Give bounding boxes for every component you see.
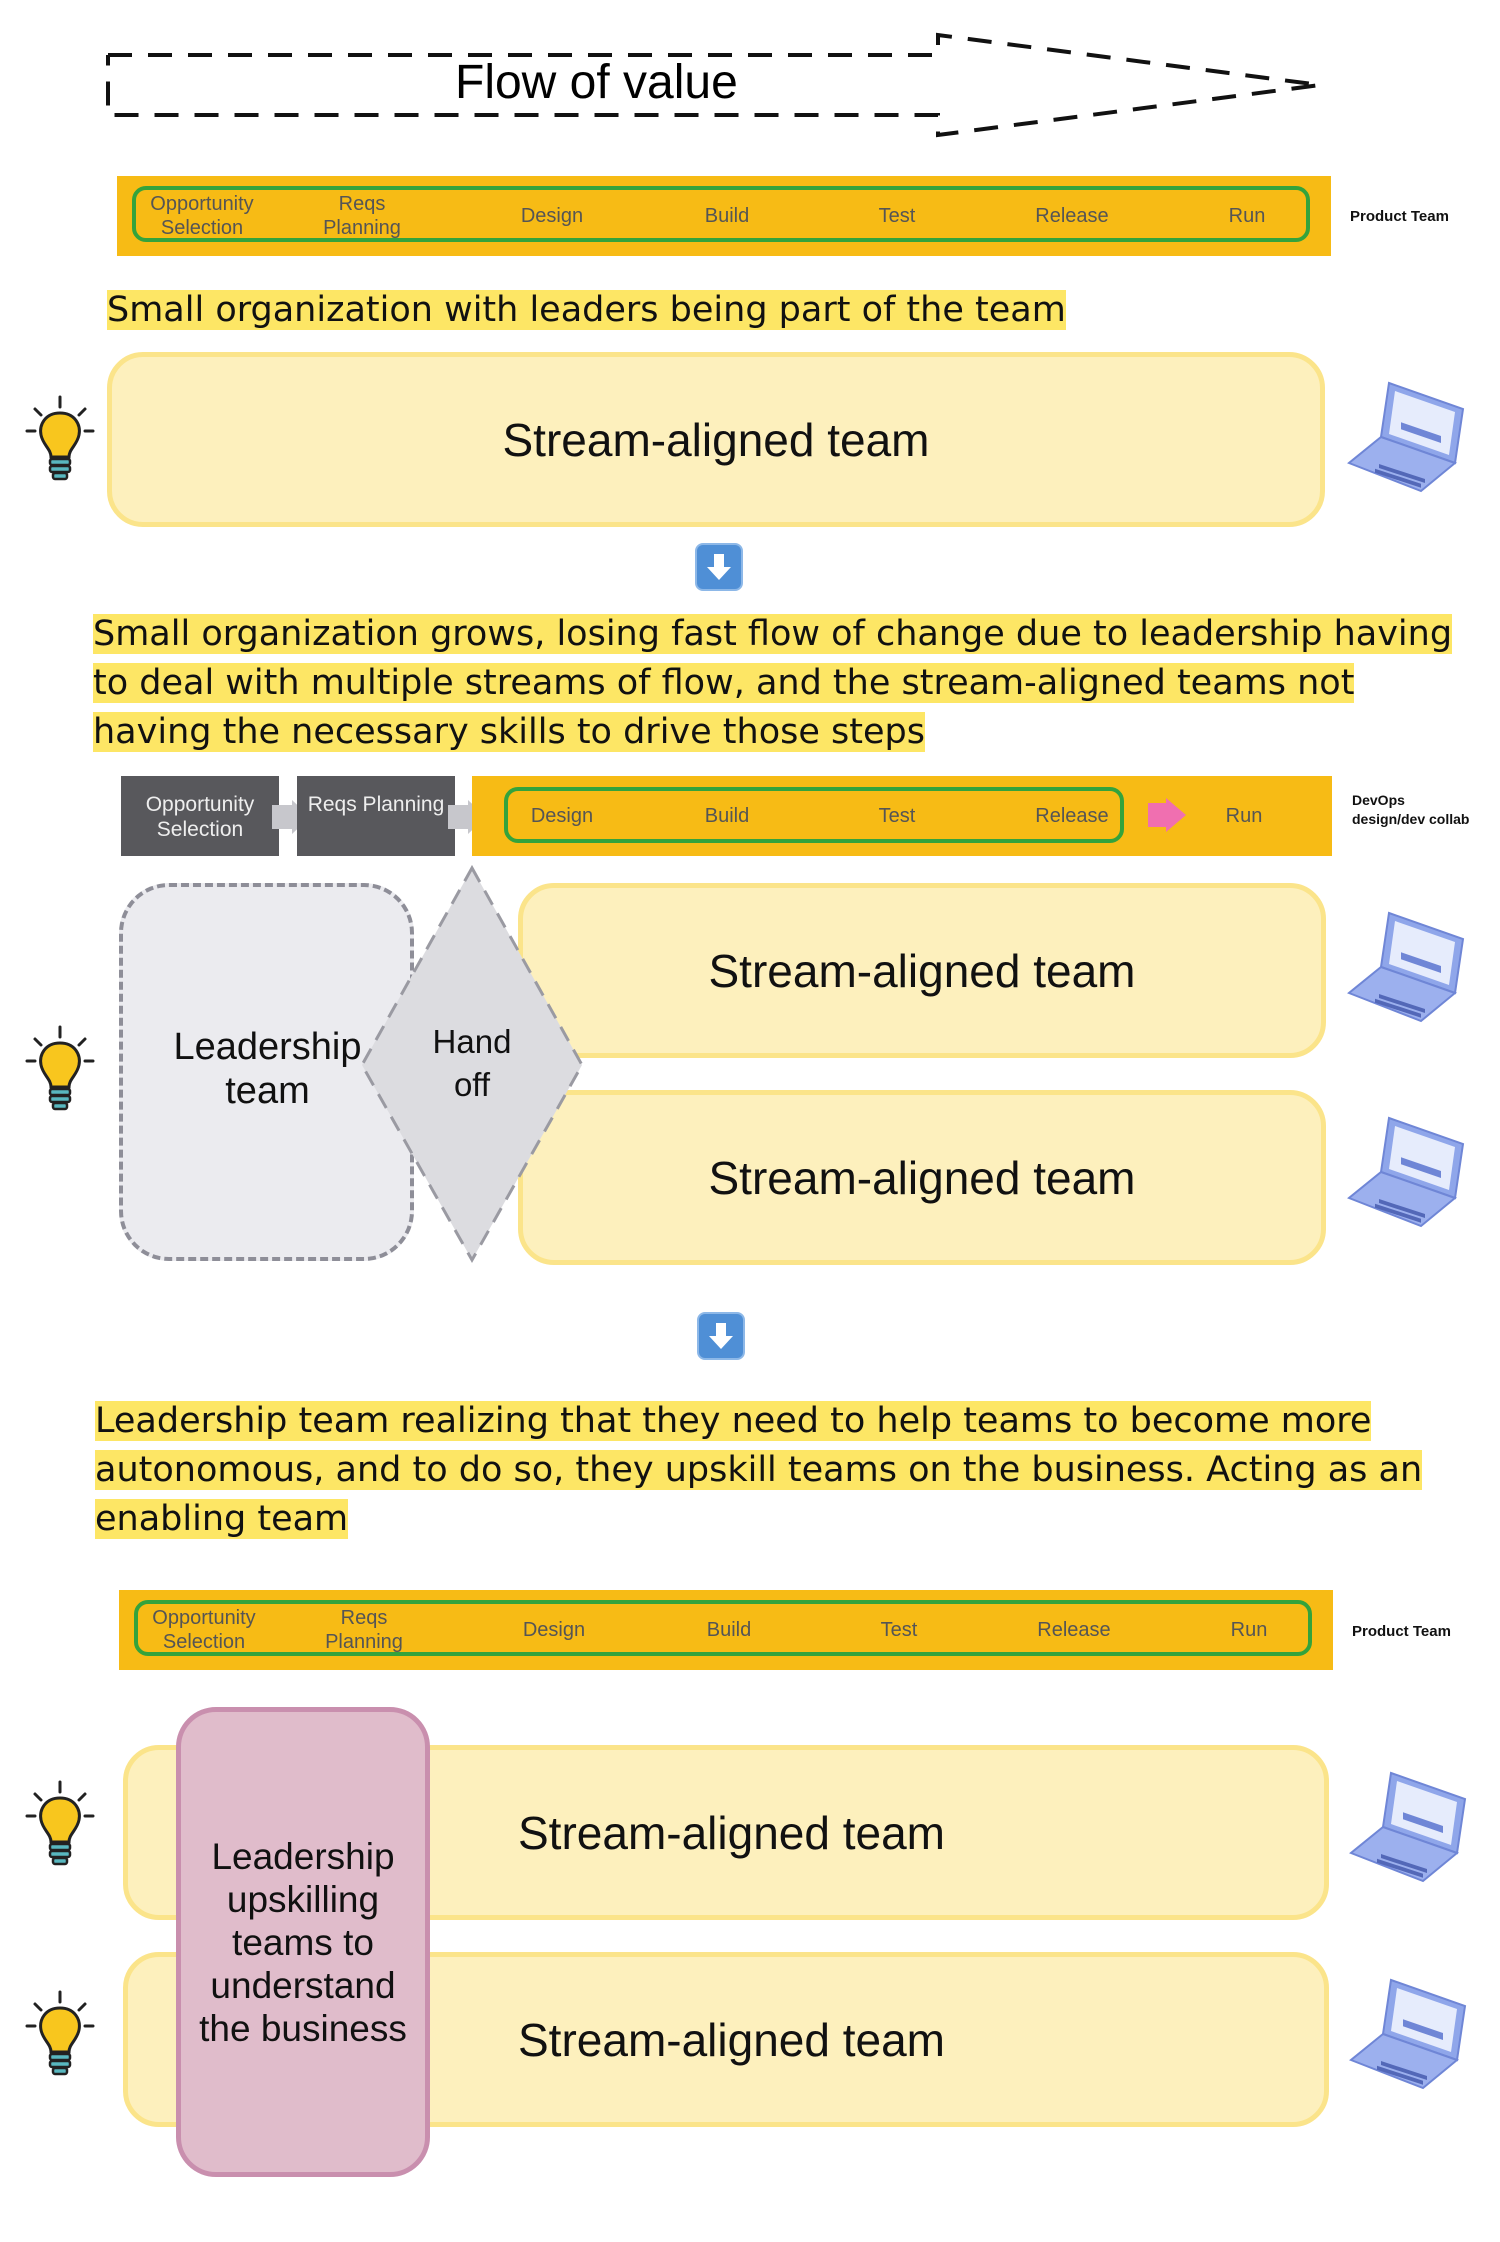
lightbulb-icon	[25, 1780, 95, 1866]
leadership-team-label: Leadership team	[173, 1026, 362, 1112]
step-run: Run	[1225, 805, 1263, 827]
laptop-icon	[1347, 1116, 1465, 1228]
step-reqs-planning: Reqs Planning	[325, 1607, 403, 1653]
band-3-side-label: Product Team	[1352, 1623, 1451, 1640]
laptop-icon	[1347, 381, 1465, 493]
value-stream-band-1: Opportunity Selection Reqs Planning Desi…	[117, 176, 1331, 256]
step-reqs-planning-grey: Reqs Planning	[297, 776, 455, 856]
step-design: Design	[530, 805, 594, 827]
band-1-side-label: Product Team	[1350, 208, 1449, 225]
down-arrow-icon	[697, 1312, 745, 1360]
step-release: Release	[1035, 205, 1109, 227]
handoff-diamond	[360, 864, 584, 1264]
stream-aligned-team: Stream-aligned team	[107, 352, 1325, 527]
laptop-icon	[1349, 1771, 1467, 1883]
flow-of-value-title: Flow of value	[455, 56, 738, 109]
step-build: Build	[704, 805, 750, 827]
laptop-icon	[1347, 911, 1465, 1023]
step-test: Test	[880, 1619, 918, 1641]
step-run: Run	[1230, 1619, 1268, 1641]
down-arrow-icon	[695, 543, 743, 591]
step-release: Release	[1037, 1619, 1111, 1641]
enabling-leadership-label: Leadership upskilling teams to understan…	[199, 1835, 407, 2049]
step-run: Run	[1228, 205, 1266, 227]
step-release: Release	[1035, 805, 1109, 827]
value-stream-band-3: Opportunity Selection Reqs Planning Desi…	[119, 1590, 1333, 1670]
caption-3: Leadership team realizing that they need…	[95, 1401, 1423, 1539]
step-design: Design	[520, 205, 584, 227]
stream-aligned-team: Stream-aligned team	[518, 1090, 1326, 1265]
feedback-loop	[504, 787, 1124, 843]
step-test: Test	[878, 805, 916, 827]
stream-aligned-team: Stream-aligned team	[518, 883, 1326, 1058]
lightbulb-icon	[25, 395, 95, 481]
step-test: Test	[878, 205, 916, 227]
flow-of-value-arrow	[106, 32, 1321, 138]
feedback-loop	[132, 186, 1310, 242]
step-opportunity-selection-grey: Opportunity Selection	[121, 776, 279, 856]
feedback-loop	[134, 1600, 1312, 1656]
value-stream-band-2: Design Build Test Release Run	[472, 776, 1332, 856]
step-build: Build	[706, 1619, 752, 1641]
handoff-arrow-pink	[1148, 798, 1186, 832]
caption-2: Small organization grows, losing fast fl…	[93, 614, 1453, 752]
lightbulb-icon	[25, 1990, 95, 2076]
step-build: Build	[704, 205, 750, 227]
caption-1: Small organization with leaders being pa…	[107, 290, 1066, 330]
lightbulb-icon	[25, 1025, 95, 1111]
laptop-icon	[1349, 1978, 1467, 2090]
enabling-leadership-box: Leadership upskilling teams to understan…	[176, 1707, 430, 2177]
band-2-side-label: DevOps design/dev collab	[1352, 792, 1470, 827]
handoff-label: Hand off	[432, 1023, 512, 1103]
step-reqs-planning: Reqs Planning	[323, 193, 401, 239]
step-design: Design	[522, 1619, 586, 1641]
step-opportunity-selection: Opportunity Selection	[150, 193, 254, 239]
step-opportunity-selection: Opportunity Selection	[152, 1607, 256, 1653]
